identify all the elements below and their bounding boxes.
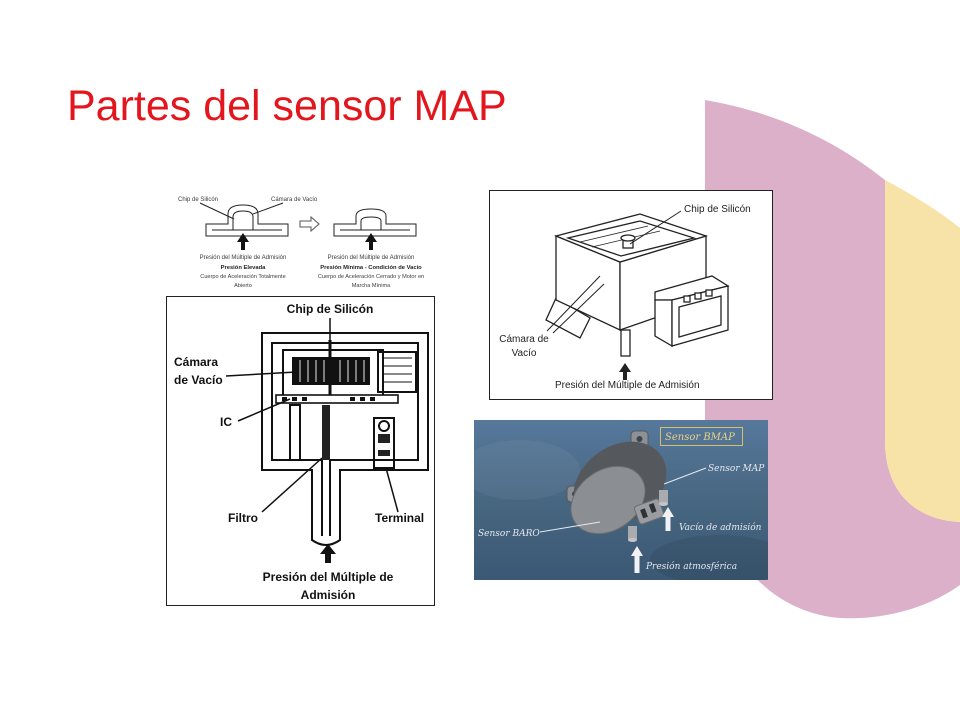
- state-desc-left-line2: Abierto: [234, 283, 252, 289]
- hollow-right-arrow-icon: [299, 215, 320, 233]
- chip-label: Chip de Silicón: [178, 197, 218, 203]
- badge-label: Sensor BMAP: [665, 432, 735, 443]
- up-arrow-icon: [662, 507, 674, 531]
- badge-frame: [660, 427, 743, 446]
- figure-sensor-3d: Chip de Silicón Cámara de Vacío Presión …: [489, 190, 773, 400]
- vacuum-intake-label: Vacío de admisión: [679, 522, 762, 533]
- filter-element: [322, 405, 330, 460]
- accent-shape-yellow: [885, 180, 960, 522]
- ic-label: IC: [220, 415, 232, 429]
- slide-title: Partes del sensor MAP: [67, 82, 507, 130]
- chamber-label-line2: Vacío: [512, 348, 537, 359]
- map-sensor-label: Sensor MAP: [708, 464, 765, 474]
- leader-line: [539, 521, 601, 533]
- leader-line: [385, 467, 399, 513]
- state-desc-left-line1: Cuerpo de Aceleración Totalmente: [200, 274, 285, 280]
- bmap-sensor: [566, 430, 668, 542]
- pressure-label-line1: Presión del Múltiple de: [263, 570, 394, 584]
- state-desc-right-line1: Cuerpo de Aceleración Cerrado y Motor en: [318, 274, 424, 280]
- pressure-label-line2: Admisión: [301, 588, 356, 602]
- chamber-label-line1: Cámara de: [499, 334, 549, 345]
- figure-pressure-comparison: Chip de Silicón Cámara de Vacío: [178, 197, 424, 289]
- state-desc-right-line2: Marcha Mínima: [352, 283, 391, 289]
- state-title-left: Presión Elevada: [221, 265, 267, 271]
- up-arrow-icon: [619, 363, 631, 380]
- sensor-vacuum: [333, 208, 417, 237]
- state-title-right: Presión Mínima - Condición de Vacío: [320, 265, 422, 271]
- up-arrow-icon: [237, 233, 249, 250]
- ic-board: [275, 394, 399, 404]
- pressure-label-left: Presión del Múltiple de Admisión: [200, 255, 287, 261]
- chamber-label-line1: Cámara: [174, 355, 218, 369]
- chamber-label-line2: de Vacío: [174, 373, 223, 387]
- figure-bmap-photo: Sensor BMAP: [474, 420, 768, 580]
- leader-line: [552, 283, 605, 334]
- atmospheric-pressure-label: Presión atmosférica: [645, 561, 737, 572]
- ic-module: [377, 351, 417, 393]
- up-arrow-icon: [320, 544, 336, 563]
- sensor-high-pressure: [205, 204, 289, 237]
- baro-sensor-label: Sensor BARO: [478, 529, 540, 539]
- connector: [654, 275, 730, 348]
- up-arrow-icon: [631, 546, 643, 573]
- chamber-label: Cámara de Vacío: [271, 197, 318, 203]
- leader-line: [629, 210, 682, 245]
- pressure-label: Presión del Múltiple de Admisión: [555, 380, 700, 391]
- pressure-label-right: Presión del Múltiple de Admisión: [328, 255, 415, 261]
- leader-line: [261, 457, 323, 513]
- figure-cross-section: Chip de Silicón Cámara de Vacío IC Filtr…: [166, 296, 435, 606]
- terminal-label: Terminal: [375, 511, 424, 525]
- filter-label: Filtro: [228, 511, 258, 525]
- terminal-block: [373, 417, 395, 469]
- leader-line: [663, 467, 707, 485]
- leader-line: [225, 371, 297, 377]
- leader-line: [546, 275, 601, 332]
- leader-line: [237, 398, 291, 422]
- chip-label: Chip de Silicón: [684, 204, 751, 215]
- up-arrow-icon: [365, 233, 377, 250]
- chip-label: Chip de Silicón: [287, 302, 374, 316]
